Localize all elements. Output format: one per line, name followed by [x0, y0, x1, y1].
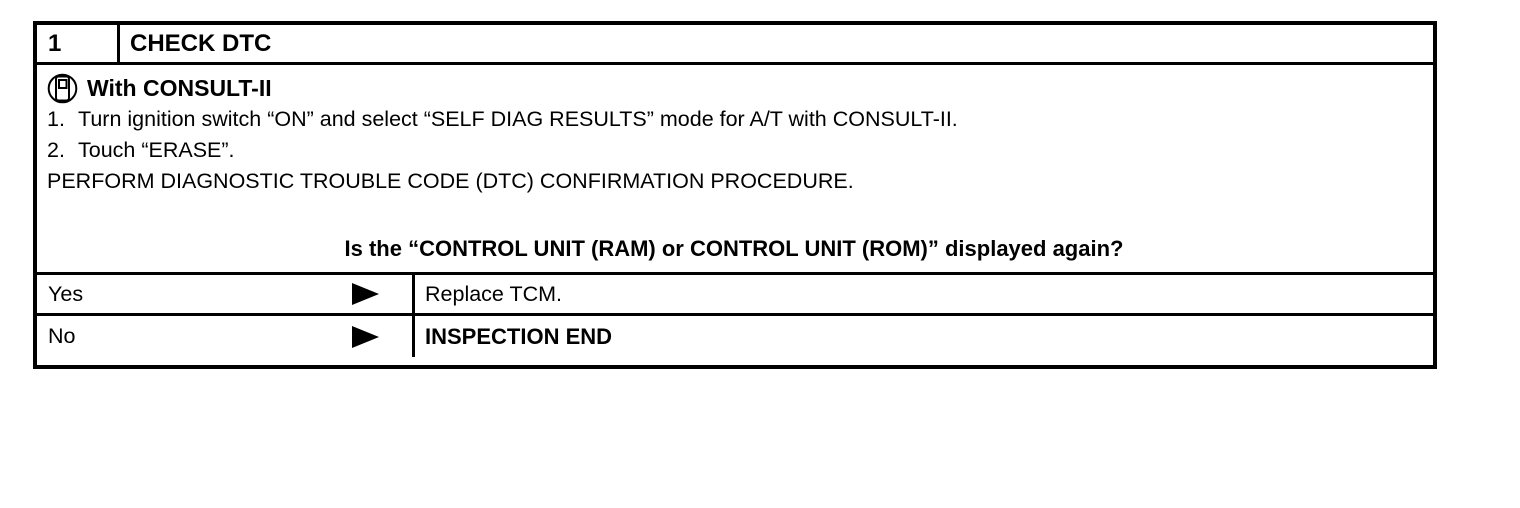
step-number: 1: [37, 25, 120, 62]
step-text: Turn ignition switch “ON” and select “SE…: [78, 107, 958, 131]
right-triangle-icon: [352, 325, 379, 348]
procedure-step: 1. Turn ignition switch “ON” and select …: [47, 104, 1421, 135]
procedure-step: 2. Touch “ERASE”.: [47, 135, 1421, 166]
step-list-number: 1.: [47, 107, 65, 131]
result-row-no: No INSPECTION END: [37, 316, 1433, 357]
result-row-yes: Yes Replace TCM.: [37, 275, 1433, 316]
step-title: CHECK DTC: [130, 29, 272, 57]
with-consult-line: With CONSULT-II: [47, 72, 1421, 104]
consult-ii-tester-icon: [47, 73, 78, 104]
step-list-number: 2.: [47, 138, 65, 162]
action-cell: Replace TCM.: [425, 281, 563, 306]
answer-cell: No: [37, 316, 415, 357]
with-consult-label: With CONSULT-II: [87, 74, 272, 101]
procedure-note: PERFORM DIAGNOSTIC TROUBLE CODE (DTC) CO…: [47, 169, 854, 193]
right-triangle-icon: [352, 283, 379, 305]
answer-label: No: [48, 324, 76, 348]
action-cell: INSPECTION END: [425, 323, 613, 349]
answer-cell: Yes: [37, 275, 415, 313]
procedure-body: With CONSULT-II 1. Turn ignition switch …: [37, 65, 1433, 275]
step-header-row: 1 CHECK DTC: [37, 25, 1433, 65]
diagnostic-step-table: 1 CHECK DTC With CONSULT-II 1. Turn igni…: [33, 21, 1437, 369]
step-text: Touch “ERASE”.: [78, 138, 235, 162]
decision-question: Is the “CONTROL UNIT (RAM) or CONTROL UN…: [344, 236, 1124, 261]
answer-label: Yes: [48, 281, 84, 306]
